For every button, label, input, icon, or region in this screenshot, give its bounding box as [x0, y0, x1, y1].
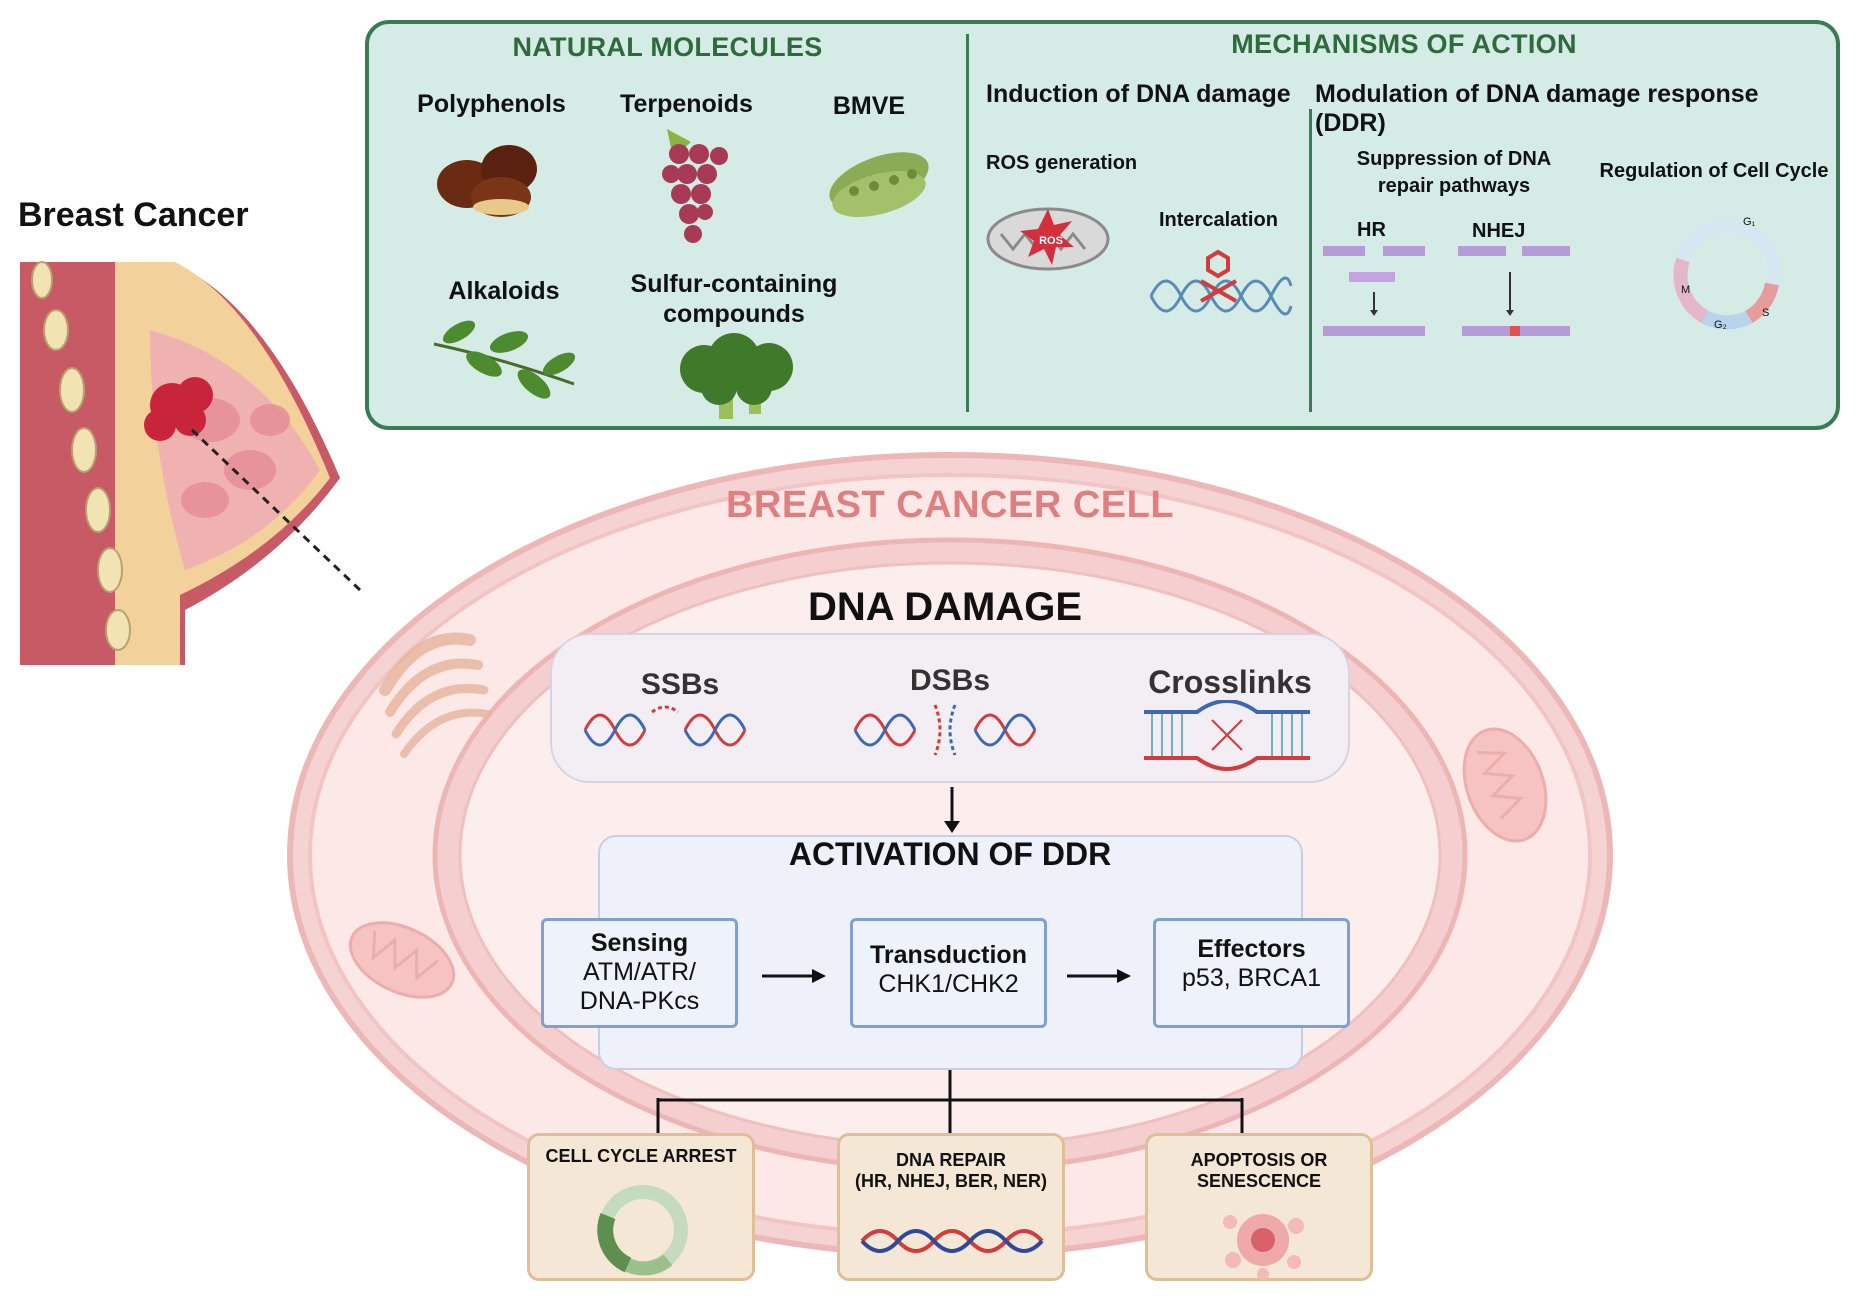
ssb-dna-icon	[583, 705, 747, 747]
ssbs-label: SSBs	[640, 668, 720, 701]
transduction-line1: CHK1/CHK2	[878, 970, 1019, 998]
chestnut-icon	[437, 145, 537, 217]
terpenoids-label: Terpenoids	[620, 90, 753, 118]
nhej-repair-icon	[1458, 246, 1570, 336]
apoptosis-sublabel: SENESCENCE	[1196, 1171, 1322, 1191]
alkaloid-leaves-icon	[433, 320, 576, 399]
arrow-right-icon	[762, 969, 826, 983]
sulfur-compounds-label: Sulfur-containing compounds	[599, 269, 869, 329]
mitochondrion-right-icon	[1462, 727, 1548, 843]
nhej-label: NHEJ	[1472, 220, 1526, 242]
apoptosis-box: APOPTOSIS OR SENESCENCE	[1145, 1133, 1373, 1281]
panel-divider-2	[1309, 109, 1312, 412]
intercalation-dna-icon	[1149, 249, 1293, 316]
induction-heading: Induction of DNA damage	[986, 80, 1291, 108]
apoptosis-label: APOPTOSIS OR	[1190, 1150, 1328, 1170]
ros-mitochondrion-icon	[986, 207, 1110, 271]
dna-repair-sublabel: (HR, NHEJ, BER, NER)	[854, 1171, 1047, 1191]
phase-s-label: S	[1762, 307, 1770, 319]
sulfur-label-line1: Sulfur-containing	[630, 270, 838, 298]
apoptotic-cell-icon	[1223, 1214, 1304, 1280]
dna-repair-icon	[860, 1229, 1044, 1253]
bitter-melon-icon	[829, 152, 929, 217]
regulation-label: Regulation of Cell Cycle	[1599, 160, 1829, 182]
crosslinks-label: Crosslinks	[1148, 664, 1312, 700]
phase-g1-label: G₁	[1743, 216, 1756, 228]
bmve-label: BMVE	[832, 92, 906, 120]
grape-icon	[662, 129, 728, 243]
phase-g2-label: G₂	[1714, 319, 1727, 331]
mitochondrion-left-icon	[348, 921, 456, 999]
intercalation-label: Intercalation	[1159, 209, 1278, 231]
ros-generation-label: ROS generation	[986, 152, 1138, 174]
broccoli-icon	[680, 333, 793, 419]
phase-m-label: M	[1681, 284, 1691, 296]
breast-illustration-icon	[20, 261, 362, 665]
dna-damage-title: DNA DAMAGE	[807, 585, 1083, 629]
polyphenols-label: Polyphenols	[417, 90, 566, 118]
ddr-title: ACTIVATION OF DDR	[788, 836, 1112, 872]
outcome-connector	[656, 1070, 1244, 1136]
mechanisms-heading: MECHANISMS OF ACTION	[1231, 29, 1577, 59]
alkaloids-label: Alkaloids	[448, 277, 560, 305]
transduction-title: Transduction	[870, 941, 1027, 969]
natural-molecules-heading: NATURAL MOLECULES	[512, 32, 823, 62]
cell-cycle-arrest-icon	[597, 1185, 688, 1276]
transduction-box: Transduction CHK1/CHK2	[850, 918, 1047, 1028]
sulfur-label-line2: compounds	[663, 300, 805, 328]
cell-cycle-arrest-box: CELL CYCLE ARREST	[527, 1133, 755, 1281]
arrow-down-icon	[944, 787, 960, 833]
hr-repair-icon	[1323, 246, 1425, 336]
cell-cycle-arrest-label: CELL CYCLE ARREST	[545, 1146, 737, 1166]
modulation-heading: Modulation of DNA damage response (DDR)	[1315, 80, 1759, 137]
effectors-title: Effectors	[1197, 935, 1306, 963]
breast-cancer-title: Breast Cancer	[18, 196, 249, 234]
golgi-icon	[379, 632, 492, 758]
crosslink-dna-icon	[1144, 700, 1310, 771]
cell-title: BREAST CANCER CELL	[725, 484, 1175, 526]
sensing-title: Sensing	[590, 929, 689, 957]
tumor-icon	[144, 377, 213, 441]
sensing-box: Sensing ATM/ATR/ DNA-PKcs	[541, 918, 738, 1028]
suppression-line1: Suppression of DNA	[1356, 148, 1552, 170]
ros-badge: ROS	[1039, 235, 1063, 247]
hr-label: HR	[1357, 219, 1386, 241]
mechanisms-panel: NATURAL MOLECULES MECHANISMS OF ACTION P…	[365, 20, 1840, 430]
panel-divider	[966, 34, 969, 412]
dna-repair-label: DNA REPAIR	[895, 1150, 1006, 1170]
dna-repair-box: DNA REPAIR (HR, NHEJ, BER, NER)	[837, 1133, 1065, 1281]
dsb-dna-icon	[853, 704, 1037, 756]
sensing-line2: DNA-PKcs	[579, 987, 700, 1015]
suppression-label: Suppression of DNA repair pathways	[1329, 146, 1579, 200]
suppression-line2: repair pathways	[1377, 175, 1531, 197]
sensing-line1: ATM/ATR/	[583, 958, 696, 986]
arrow-right-icon-2	[1067, 969, 1131, 983]
effectors-box: Effectors p53, BRCA1	[1153, 918, 1350, 1028]
effectors-line1: p53, BRCA1	[1182, 964, 1321, 992]
damage-types-box	[550, 633, 1350, 783]
dsbs-label: DSBs	[909, 664, 991, 697]
cell-cycle-icon	[1672, 219, 1782, 330]
